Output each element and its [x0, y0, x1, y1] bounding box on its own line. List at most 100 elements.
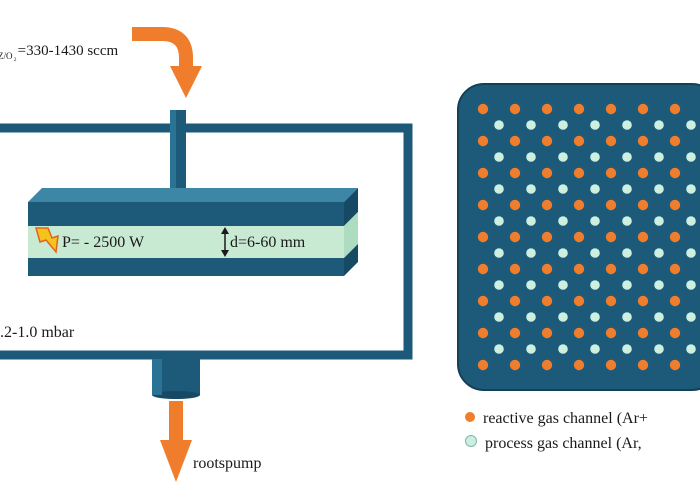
reactive-channel-dot — [637, 199, 649, 211]
chamber-frame — [0, 123, 413, 360]
process-channel-dot — [494, 216, 504, 226]
process-channel-dot — [590, 248, 600, 258]
reactive-channel-dot — [669, 295, 681, 307]
reactive-channel-dot — [605, 295, 617, 307]
process-channel-dot — [686, 312, 696, 322]
reactive-channel-dot — [541, 103, 553, 115]
top-electrode — [28, 188, 358, 226]
double-arrow-icon — [221, 227, 229, 257]
process-channel-dot — [494, 152, 504, 162]
reactive-dot-icon — [465, 412, 475, 422]
reactive-channel-dot — [573, 359, 585, 371]
showerhead-channels — [477, 103, 696, 371]
pump-port — [152, 359, 200, 399]
reactive-channel-dot — [541, 359, 553, 371]
process-dot-icon — [465, 435, 477, 447]
reactive-channel-dot — [541, 231, 553, 243]
process-channel-dot — [494, 344, 504, 354]
legend-process: process gas channel (Ar, — [465, 435, 642, 452]
process-channel-dot — [494, 120, 504, 130]
reactive-channel-dot — [573, 199, 585, 211]
reactive-channel-dot — [669, 327, 681, 339]
pump-label: rootspump — [193, 455, 262, 472]
reactive-channel-dot — [477, 167, 489, 179]
gas-inlet-arrow — [132, 27, 202, 98]
process-channel-dot — [654, 184, 664, 194]
process-channel-dot — [526, 152, 536, 162]
process-channel-dot — [494, 280, 504, 290]
process-channel-dot — [590, 344, 600, 354]
process-channel-dot — [558, 280, 568, 290]
process-channel-dot — [622, 152, 632, 162]
process-channel-dot — [686, 216, 696, 226]
reactive-channel-dot — [605, 167, 617, 179]
process-channel-dot — [526, 280, 536, 290]
reactive-channel-dot — [509, 167, 521, 179]
reactive-channel-dot — [573, 327, 585, 339]
process-channel-dot — [654, 344, 664, 354]
reactive-channel-dot — [637, 327, 649, 339]
reactive-channel-dot — [573, 263, 585, 275]
reactive-channel-dot — [509, 103, 521, 115]
process-channel-dot — [526, 248, 536, 258]
reactive-channel-dot — [605, 263, 617, 275]
reactive-channel-dot — [669, 263, 681, 275]
reactive-channel-dot — [541, 327, 553, 339]
process-channel-dot — [590, 152, 600, 162]
reactive-channel-dot — [477, 135, 489, 147]
reactive-channel-dot — [637, 103, 649, 115]
reactive-channel-dot — [637, 295, 649, 307]
process-channel-dot — [558, 152, 568, 162]
process-channel-dot — [590, 184, 600, 194]
reactive-channel-dot — [509, 231, 521, 243]
process-channel-dot — [686, 120, 696, 130]
process-channel-dot — [526, 184, 536, 194]
process-channel-dot — [558, 120, 568, 130]
reactive-channel-dot — [669, 135, 681, 147]
reactive-channel-dot — [669, 359, 681, 371]
legend-reactive: reactive gas channel (Ar+ — [465, 411, 648, 427]
reactive-channel-dot — [637, 359, 649, 371]
process-channel-dot — [526, 216, 536, 226]
reactive-channel-dot — [477, 295, 489, 307]
reactive-channel-dot — [605, 135, 617, 147]
reactive-channel-dot — [605, 103, 617, 115]
process-channel-dot — [526, 344, 536, 354]
process-channel-dot — [654, 248, 664, 258]
reactive-channel-dot — [541, 135, 553, 147]
reactive-channel-dot — [573, 135, 585, 147]
process-channel-dot — [686, 248, 696, 258]
process-channel-dot — [494, 312, 504, 322]
process-channel-dot — [558, 344, 568, 354]
process-channel-dot — [590, 280, 600, 290]
reactive-channel-dot — [509, 263, 521, 275]
reactive-channel-dot — [509, 199, 521, 211]
gap-label: d=6-60 mm — [230, 234, 306, 251]
lightning-icon — [35, 227, 59, 254]
process-channel-dot — [686, 152, 696, 162]
reactive-channel-dot — [669, 103, 681, 115]
process-channel-dot — [526, 312, 536, 322]
power-label: P= - 2500 W — [62, 234, 145, 251]
process-channel-dot — [686, 184, 696, 194]
process-channel-dot — [622, 184, 632, 194]
reactive-channel-dot — [637, 135, 649, 147]
process-channel-dot — [558, 216, 568, 226]
pump-outlet-arrow — [160, 401, 192, 482]
process-channel-dot — [654, 312, 664, 322]
reactive-channel-dot — [637, 167, 649, 179]
process-channel-dot — [526, 120, 536, 130]
process-channel-dot — [558, 184, 568, 194]
bottom-electrode — [28, 244, 358, 276]
reactive-channel-dot — [541, 199, 553, 211]
reactive-channel-dot — [605, 327, 617, 339]
plasma-region — [28, 212, 358, 258]
reactive-channel-dot — [605, 231, 617, 243]
reactive-channel-dot — [541, 167, 553, 179]
reactive-channel-dot — [605, 359, 617, 371]
process-channel-dot — [622, 248, 632, 258]
reactive-channel-dot — [477, 199, 489, 211]
reactive-channel-dot — [573, 231, 585, 243]
reactive-channel-dot — [509, 135, 521, 147]
reactive-channel-dot — [541, 263, 553, 275]
